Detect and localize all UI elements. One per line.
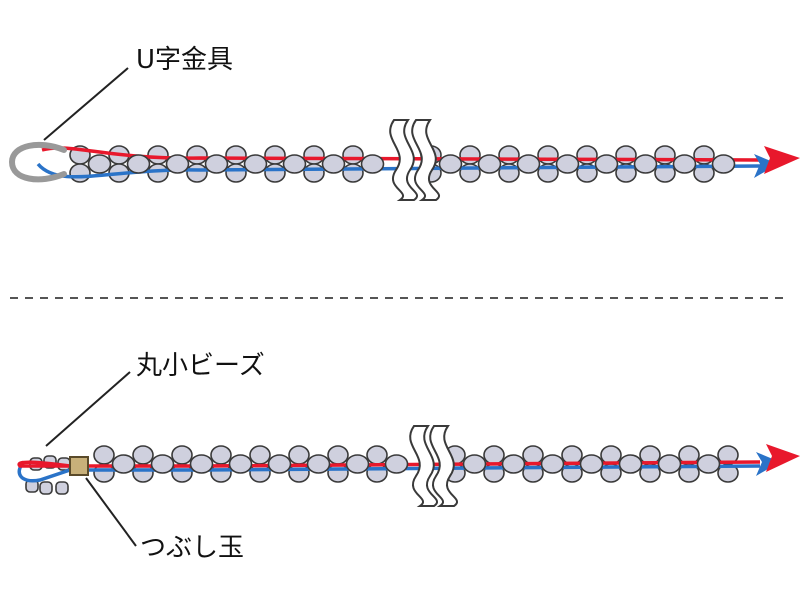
bead: [342, 145, 364, 165]
bead: [366, 445, 388, 465]
crimp-bead-label: つぶし玉: [140, 533, 244, 563]
bead: [87, 154, 112, 174]
blue-arrowhead-icon: [754, 154, 778, 178]
bead: [189, 454, 214, 474]
bead: [228, 454, 253, 474]
bead: [579, 454, 604, 474]
bead: [306, 454, 331, 474]
bead: [618, 454, 643, 474]
bead: [459, 145, 481, 165]
bead: [654, 163, 676, 183]
bead: [462, 454, 487, 474]
bead: [384, 454, 409, 474]
bead: [69, 163, 91, 183]
bead: [522, 445, 544, 465]
crimp-bead-icon: [69, 456, 89, 476]
bead: [672, 154, 697, 174]
bead: [615, 145, 637, 165]
bead: [693, 163, 715, 183]
top-arrowheads: [754, 146, 800, 178]
u-clasp-icon: [8, 141, 67, 183]
bead: [516, 154, 541, 174]
bead: [282, 154, 307, 174]
bottom-bead-chain-front: [111, 454, 721, 474]
bead: [483, 445, 505, 465]
bead: [561, 445, 583, 465]
small-bead: [55, 481, 69, 495]
blue-arrowhead-icon: [756, 452, 780, 476]
bead: [126, 154, 151, 174]
top-break-mark: [389, 119, 440, 201]
bead: [711, 154, 736, 174]
bead: [171, 445, 193, 465]
bead: [264, 163, 286, 183]
bead: [696, 454, 721, 474]
bead: [267, 454, 292, 474]
top-bead-chain-back: [69, 145, 715, 183]
bottom-break-mark: [409, 425, 458, 507]
crimp-bead-leader-line: [85, 477, 137, 547]
small-beads-label: 丸小ビーズ: [136, 351, 265, 381]
bead: [345, 454, 370, 474]
bead: [132, 445, 154, 465]
bead: [633, 154, 658, 174]
small-bead: [39, 481, 53, 495]
red-arrowhead-icon: [764, 146, 800, 174]
bead: [93, 445, 115, 465]
bead: [303, 163, 325, 183]
bead: [249, 445, 271, 465]
bead: [360, 154, 385, 174]
bead: [501, 454, 526, 474]
bead: [576, 145, 598, 165]
bead: [243, 154, 268, 174]
bead: [537, 145, 559, 165]
bead: [186, 145, 208, 165]
bead: [111, 454, 136, 474]
bead: [225, 163, 247, 183]
bead: [657, 454, 682, 474]
bead: [717, 463, 739, 483]
bead: [210, 445, 232, 465]
bead: [327, 445, 349, 465]
bead: [147, 145, 169, 165]
bead: [186, 163, 208, 183]
bottom-arrowheads: [756, 444, 800, 476]
u-clasp-label: U字金具: [136, 45, 233, 75]
bead: [264, 145, 286, 165]
bead: [303, 145, 325, 165]
bead: [204, 154, 229, 174]
bottom-diagram: 丸小ビーズ つぶし玉: [17, 351, 800, 563]
bead: [147, 163, 169, 183]
u-clasp-leader-line: [43, 67, 129, 141]
bead: [165, 154, 190, 174]
bead: [477, 154, 502, 174]
bead: [342, 163, 364, 183]
bead: [150, 454, 175, 474]
bead: [288, 445, 310, 465]
bead: [540, 454, 565, 474]
bead: [594, 154, 619, 174]
bead: [321, 154, 346, 174]
bead: [438, 154, 463, 174]
small-beads-leader-line: [45, 371, 131, 447]
red-arrowhead-icon: [766, 444, 800, 472]
bead: [225, 145, 247, 165]
bead: [555, 154, 580, 174]
bead: [366, 463, 388, 483]
top-diagram: U字金具: [8, 45, 800, 201]
bottom-red-thread: [17, 460, 761, 468]
bead: [498, 145, 520, 165]
top-bead-chain-front: [87, 154, 736, 174]
